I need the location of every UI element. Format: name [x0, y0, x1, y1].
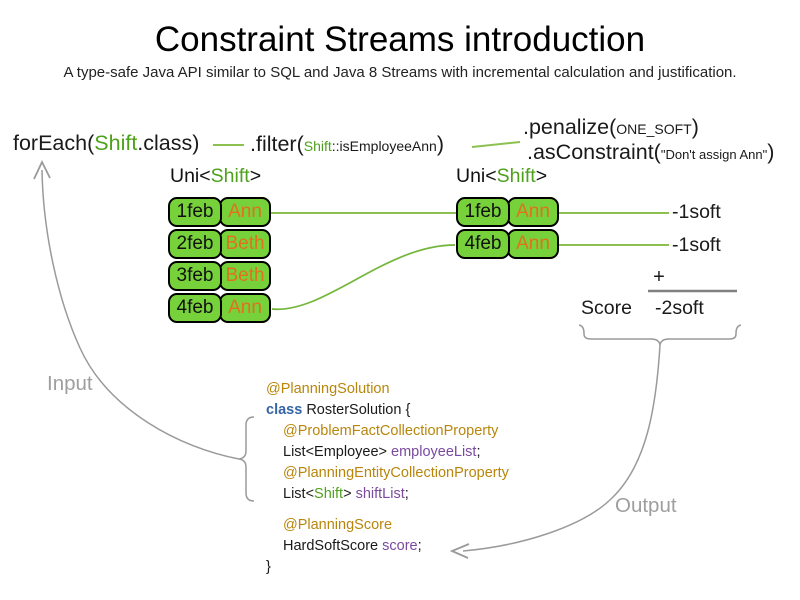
foreach-class-name: Shift — [94, 131, 138, 155]
code-line-annotation-planning-entity: @PlanningEntityCollectionProperty — [266, 463, 509, 484]
shift-date-cell: 1feb — [168, 197, 222, 227]
code-line-annotation-problem-fact: @ProblemFactCollectionProperty — [266, 421, 509, 442]
connector-filter-to-penalize — [471, 141, 521, 148]
table-row: 1feb Ann — [456, 197, 559, 227]
shift-list-type-post: > — [343, 486, 356, 502]
table-row: 3feb Beth — [168, 261, 271, 291]
semicolon: ; — [404, 486, 409, 502]
shift-employee-cell: Ann — [507, 197, 559, 227]
score-total: -2soft — [655, 297, 704, 319]
code-line-annotation-score: @PlanningScore — [266, 515, 509, 536]
uni-left-post: > — [249, 165, 262, 187]
table-row: 4feb Ann — [456, 229, 559, 259]
filter-post: ) — [436, 132, 444, 156]
connector-left-row4-to-right-row2 — [271, 244, 456, 310]
code-line-score-field: HardSoftScore score; — [266, 536, 509, 557]
left-stream-table: 1feb Ann 2feb Beth 3feb Beth 4feb Ann — [168, 197, 271, 325]
annotation-planning-score: @PlanningScore — [283, 517, 393, 533]
penalty-label-1: -1soft — [672, 201, 721, 223]
annotation-problem-fact: @ProblemFactCollectionProperty — [283, 423, 499, 439]
semicolon: ; — [417, 538, 422, 554]
penalize-arg: ONE_SOFT — [616, 121, 692, 137]
annotation-planning-entity: @PlanningEntityCollectionProperty — [283, 465, 509, 481]
input-label: Input — [47, 372, 93, 395]
penalize-pre: .penalize( — [523, 115, 617, 139]
output-label: Output — [615, 494, 677, 517]
right-stream-type-label: Uni<Shift> — [456, 165, 547, 188]
foreach-pre: forEach( — [13, 131, 95, 155]
score-label: Score — [581, 297, 632, 319]
shift-employee-cell: Ann — [219, 293, 271, 323]
annotation-planning-solution: @PlanningSolution — [266, 381, 390, 397]
keyword-class: class — [266, 402, 303, 418]
filter-method-ref: ::isEmployeeAnn — [331, 138, 437, 154]
pipeline-as-constraint: .asConstraint("Don't assign Ann") — [527, 140, 774, 165]
shift-employee-cell: Beth — [219, 261, 271, 291]
pipeline-foreach: forEach(Shift.class) — [13, 131, 199, 156]
shift-list-type-class: Shift — [314, 486, 344, 502]
score-brace — [578, 324, 742, 346]
shift-date-cell: 2feb — [168, 229, 222, 259]
shift-date-cell: 1feb — [456, 197, 510, 227]
filter-class-name: Shift — [303, 138, 332, 154]
input-brace — [238, 416, 255, 502]
uni-left-pre: Uni< — [170, 165, 211, 187]
code-line-employee-list: List<Employee> employeeList; — [266, 442, 509, 463]
code-line-annotation-solution: @PlanningSolution — [266, 379, 509, 400]
shift-date-cell: 4feb — [168, 293, 222, 323]
foreach-post: .class) — [137, 131, 200, 155]
asconstraint-arg: "Don't assign Ann" — [660, 147, 768, 162]
roster-solution-code: @PlanningSolution class RosterSolution {… — [266, 379, 509, 578]
semicolon: ; — [476, 444, 481, 460]
score-type: HardSoftScore — [283, 538, 383, 554]
shift-employee-cell: Ann — [507, 229, 559, 259]
code-line-closing-brace: } — [266, 557, 509, 578]
code-line-class-decl: class RosterSolution { — [266, 400, 509, 421]
pipeline-filter: .filter(Shift::isEmployeeAnn) — [250, 132, 444, 157]
input-arrowhead-icon — [33, 159, 51, 180]
uni-left-class: Shift — [210, 165, 250, 187]
shift-employee-cell: Beth — [219, 229, 271, 259]
class-declaration: RosterSolution { — [302, 402, 411, 418]
shift-date-cell: 4feb — [456, 229, 510, 259]
shift-list-type-pre: List< — [283, 486, 315, 502]
shift-list-field: shiftList — [355, 486, 405, 502]
pipeline-penalize: .penalize(ONE_SOFT) — [523, 115, 699, 140]
code-line-shift-list: List<Shift> shiftList; — [266, 484, 509, 505]
asconstraint-pre: .asConstraint( — [527, 140, 661, 164]
filter-pre: .filter( — [250, 132, 304, 156]
closing-brace: } — [266, 559, 271, 575]
shift-employee-cell: Ann — [219, 197, 271, 227]
uni-right-post: > — [535, 165, 548, 187]
penalize-post: ) — [691, 115, 699, 139]
page-title: Constraint Streams introduction — [154, 20, 646, 59]
table-row: 1feb Ann — [168, 197, 271, 227]
uni-right-pre: Uni< — [456, 165, 497, 187]
asconstraint-post: ) — [767, 140, 775, 164]
sum-plus-sign: + — [653, 266, 665, 288]
penalty-label-2: -1soft — [672, 234, 721, 256]
score-field: score — [382, 538, 418, 554]
shift-date-cell: 3feb — [168, 261, 222, 291]
left-stream-type-label: Uni<Shift> — [170, 165, 261, 188]
uni-right-class: Shift — [496, 165, 536, 187]
table-row: 2feb Beth — [168, 229, 271, 259]
code-blank-line — [266, 505, 509, 515]
employee-list-type: List<Employee> — [283, 444, 392, 460]
page-subtitle: A type-safe Java API similar to SQL and … — [63, 64, 737, 81]
table-row: 4feb Ann — [168, 293, 271, 323]
right-stream-table: 1feb Ann 4feb Ann — [456, 197, 559, 261]
employee-list-field: employeeList — [391, 444, 477, 460]
